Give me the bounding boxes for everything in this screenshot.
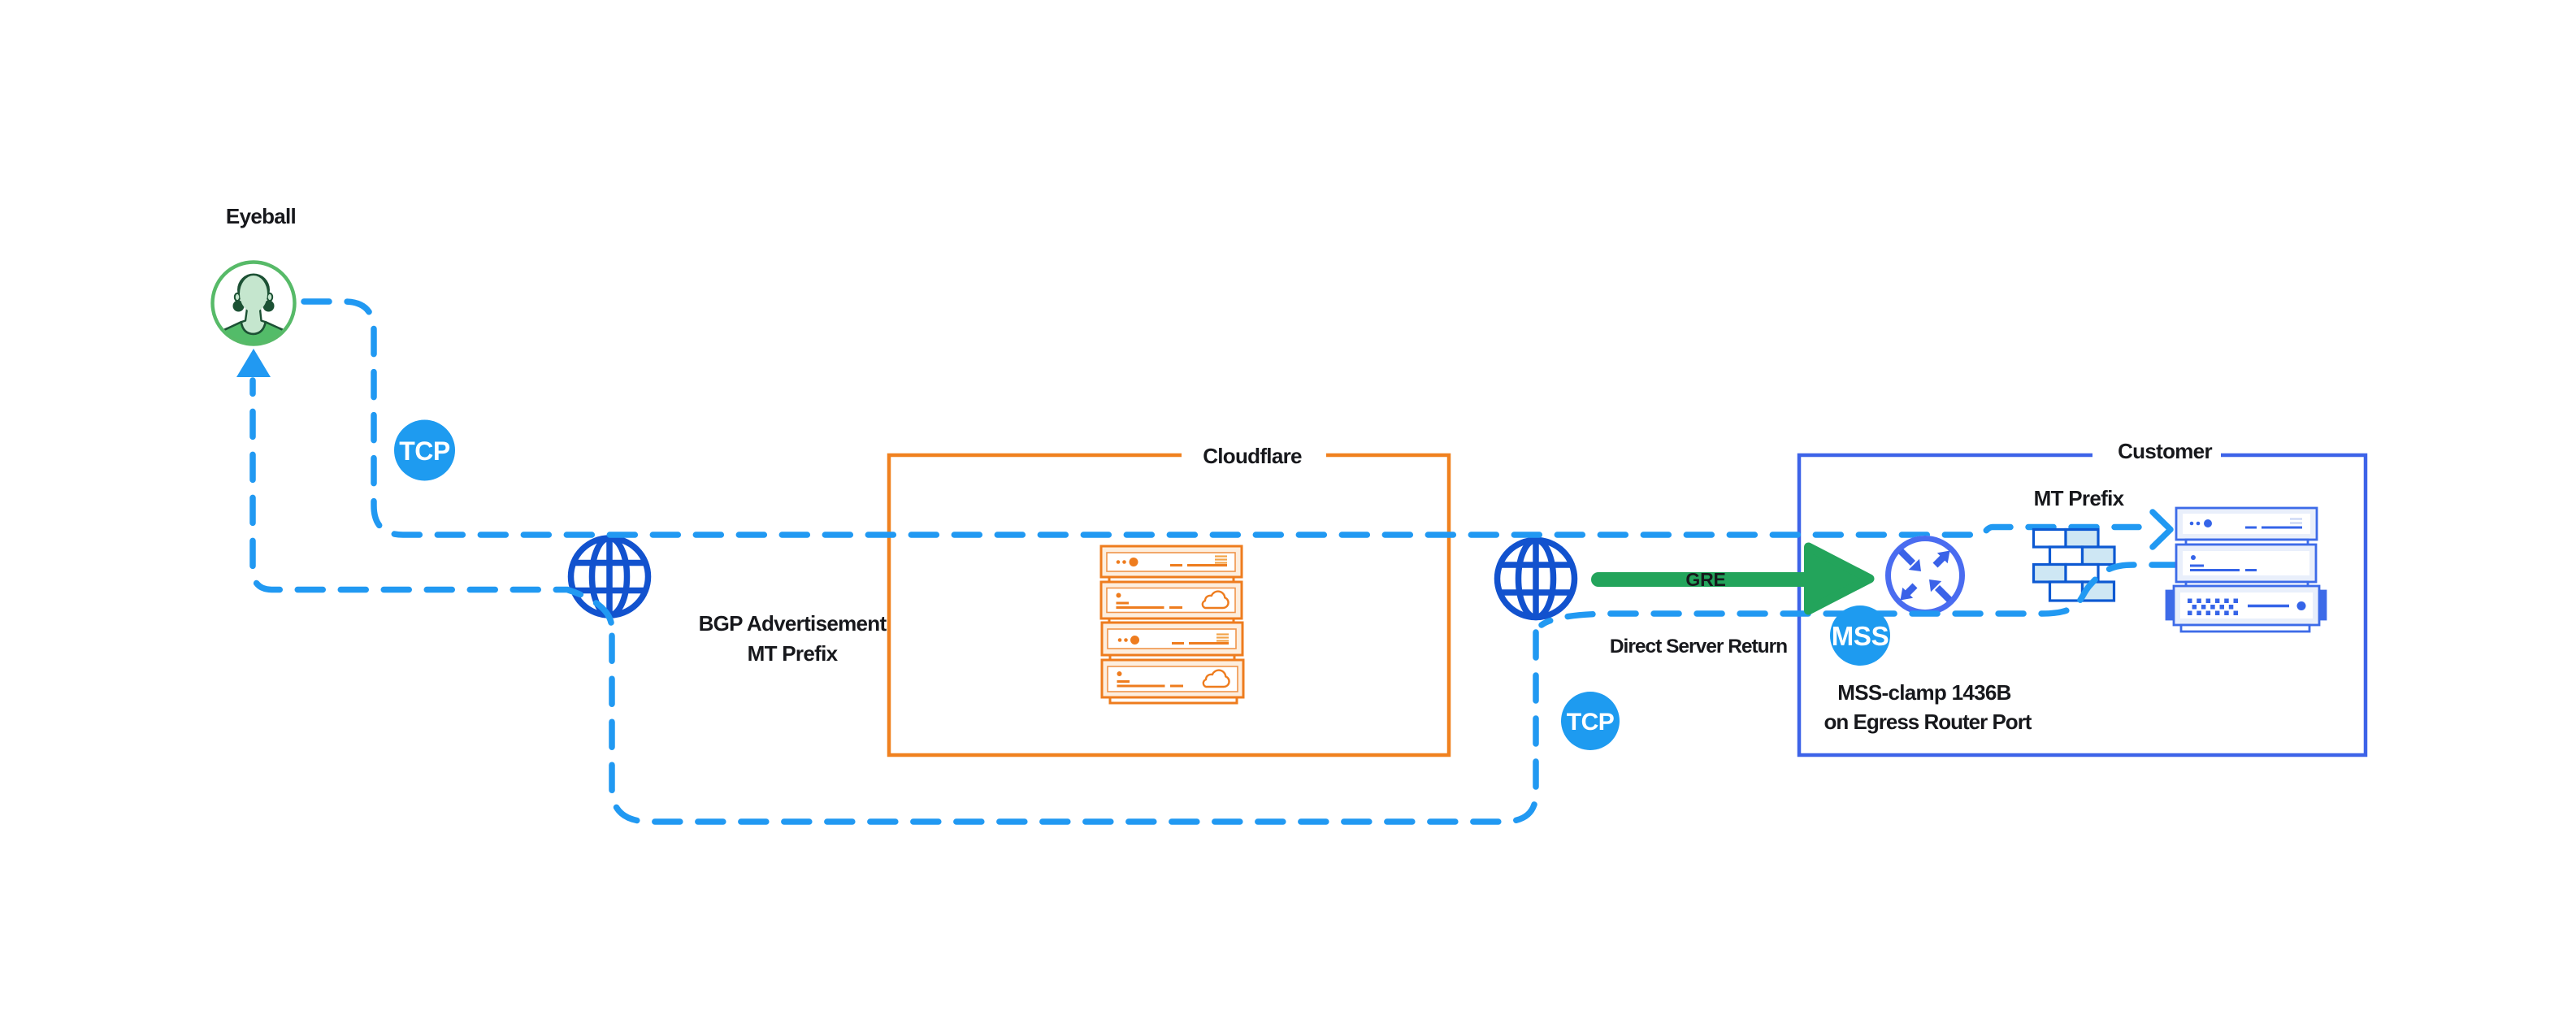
svg-text:GRE: GRE [1685, 569, 1725, 590]
svg-text:on Egress Router Port: on Egress Router Port [1824, 710, 2032, 734]
svg-text:BGP Advertisement: BGP Advertisement [699, 611, 887, 636]
svg-text:MT Prefix: MT Prefix [748, 641, 839, 666]
svg-text:Customer: Customer [2118, 439, 2212, 463]
svg-text:TCP: TCP [1567, 709, 1615, 736]
svg-text:Direct Server Return: Direct Server Return [1610, 636, 1787, 658]
svg-text:Eyeball: Eyeball [226, 204, 296, 228]
svg-text:MSS-clamp 1436B: MSS-clamp 1436B [1837, 680, 2010, 705]
svg-text:MSS: MSS [1832, 621, 1889, 651]
svg-text:MT Prefix: MT Prefix [2034, 486, 2125, 510]
svg-text:TCP: TCP [399, 436, 450, 466]
svg-text:Cloudflare: Cloudflare [1203, 444, 1302, 468]
